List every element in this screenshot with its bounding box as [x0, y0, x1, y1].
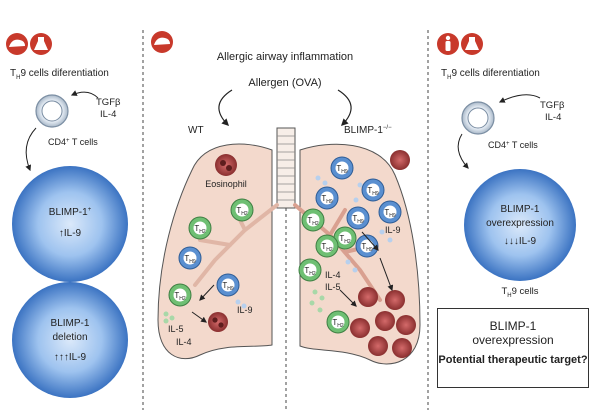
- left-blimp-deletion-cell: [12, 282, 128, 398]
- left-cytokine-arrow: [70, 90, 99, 99]
- right-cell-line3: ↓↓↓IL-9: [504, 236, 537, 247]
- wt-il5-label: IL-5: [168, 324, 184, 334]
- ko-arrow-1: [379, 257, 394, 292]
- therapeutic-target-box: BLIMP-1 overexpression Potential therape…: [437, 308, 589, 388]
- right-cd4-cell: [461, 101, 495, 135]
- right-th9-label: TH9 cells: [501, 286, 538, 299]
- ko-th9-cell-3: [315, 186, 339, 210]
- ko-th9-cell-2: [361, 178, 385, 202]
- ko-th2-label-2: TH2: [339, 234, 351, 245]
- ko-th2-cell-4: [298, 258, 322, 282]
- right-diff-arrow: [457, 133, 469, 169]
- left-cell2-line3: ↑↑↑IL-9: [54, 352, 87, 363]
- ko-label: BLIMP-1−/−: [344, 125, 392, 136]
- ko-th9-label-6: TH9: [361, 242, 373, 253]
- ko-th2-label-3: TH2: [321, 242, 333, 253]
- ko-th9-label-5: TH9: [384, 208, 396, 219]
- wt-th2-cell-2: [188, 216, 212, 240]
- ko-th2-label-4: TH2: [304, 266, 316, 277]
- left-cell1-line1: BLIMP-1+: [49, 207, 92, 218]
- wt-th2-label-2: TH2: [194, 224, 206, 235]
- ko-cytokine-dots: [309, 175, 393, 313]
- wt-arrow-th2: [191, 311, 207, 323]
- wt-il4-label: IL-4: [176, 337, 192, 347]
- ko-il4-label: IL-4: [325, 270, 341, 280]
- left-cell2-line2: deletion: [52, 332, 87, 343]
- right-cd4-label: CD4+ T cells: [488, 140, 538, 150]
- ko-th2-cell-3: [315, 234, 339, 258]
- right-cell-line1: BLIMP-1: [501, 204, 540, 215]
- left-cell2-line1: BLIMP-1: [51, 318, 90, 329]
- ko-eosinophils: [350, 150, 416, 358]
- allergen-arrow-left: [218, 89, 233, 127]
- ko-th9-label-1: TH9: [336, 164, 348, 175]
- left-diff-arrow: [25, 127, 37, 172]
- wt-th9-cell-2: [216, 273, 240, 297]
- ko-th9-cell-6: [355, 234, 379, 258]
- right-cell-line2: overexpression: [486, 218, 554, 229]
- ko-th9-label-2: TH9: [367, 186, 379, 197]
- wt-label: WT: [188, 125, 204, 136]
- ko-arrow-2: [339, 289, 357, 307]
- ko-th2-label-5: TH2: [332, 318, 344, 329]
- human-icon: [437, 33, 459, 55]
- wt-th9-cell-1: [178, 246, 202, 270]
- flask-icon-right: [461, 33, 483, 55]
- wt-il9-label: IL-9: [237, 305, 253, 315]
- ko-th9-label-4: TH9: [352, 214, 364, 225]
- center-title: Allergic airway inflammation: [217, 51, 353, 63]
- wt-th2-label-1: TH2: [236, 206, 248, 217]
- left-tgfb-label: TGFβ: [96, 97, 121, 108]
- right-il4-label: IL-4: [545, 112, 561, 123]
- wt-th9-label-2: TH9: [222, 281, 234, 292]
- left-cd4-cell: [35, 94, 69, 128]
- wt-th9-label-1: TH9: [184, 254, 196, 265]
- wt-th2-label-3: TH2: [174, 291, 186, 302]
- ko-il9-label: IL-9: [385, 225, 401, 235]
- allergen-arrow-right: [337, 89, 352, 127]
- right-cytokine-arrow: [498, 94, 541, 103]
- box-line2: overexpression: [472, 333, 554, 347]
- ko-il5-label: IL-5: [325, 282, 341, 292]
- box-line1: BLIMP-1: [489, 319, 537, 333]
- right-tgfb-label: TGFβ: [540, 100, 565, 111]
- box-line3: Potential therapeutic target?: [438, 354, 588, 366]
- wt-eosinophil-2: [208, 312, 228, 332]
- ko-arrow-3: [361, 231, 379, 251]
- ko-th9-cell-5: [378, 200, 402, 224]
- wt-th2-cell-3: [168, 283, 192, 307]
- right-blimp-overexpression-cell: [464, 169, 576, 281]
- allergen-label: Allergen (OVA): [248, 77, 321, 89]
- left-cell1-line2: ↑IL-9: [59, 228, 82, 239]
- flask-icon: [30, 33, 52, 55]
- ko-th9-cell-4: [346, 206, 370, 230]
- mouse-icon: [6, 33, 28, 55]
- ko-th2-label-1: TH2: [307, 216, 319, 227]
- left-heading: TH9 cells diferentiation: [10, 68, 109, 81]
- ko-th9-label-3: TH9: [321, 194, 333, 205]
- left-blimp-positive-cell: [12, 166, 128, 282]
- wt-cytokine-dots: [163, 299, 247, 324]
- wt-th2-cell-1: [230, 198, 254, 222]
- left-il4-label: IL-4: [100, 109, 116, 120]
- ko-th2-cell-1: [301, 208, 325, 232]
- left-cd4-label: CD4+ T cells: [48, 137, 98, 147]
- ko-th2-cell-5: [326, 310, 350, 334]
- mouse-icon-center: [151, 31, 173, 53]
- ko-th9-cell-1: [330, 156, 354, 180]
- eosinophil-label: Eosinophil: [205, 179, 247, 189]
- wt-eosinophil: [215, 154, 237, 176]
- trachea: [276, 127, 296, 209]
- right-heading: TH9 cells diferentiation: [441, 68, 540, 81]
- wt-arrow-th9: [199, 284, 215, 301]
